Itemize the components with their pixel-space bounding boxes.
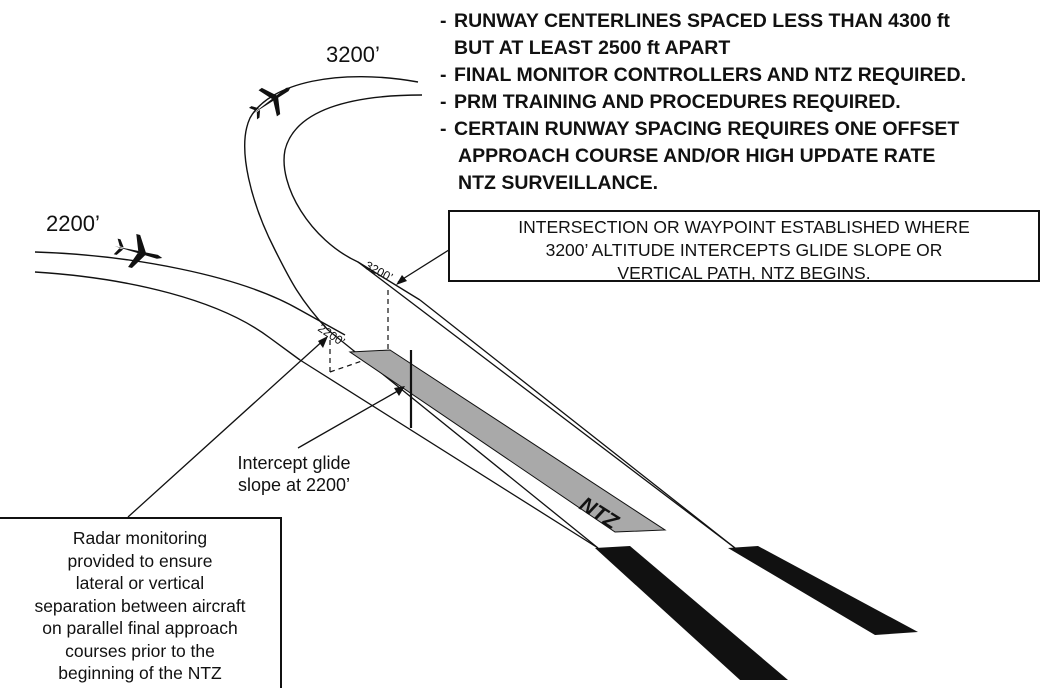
- bullet-dash: -: [440, 91, 447, 113]
- leader-radar: [127, 337, 327, 518]
- requirement-line: -RUNWAY CENTERLINES SPACED LESS THAN 430…: [440, 8, 1050, 35]
- intercept-line: slope at 2200’: [237, 475, 351, 495]
- requirement-line: BUT AT LEAST 2500 ft APART: [440, 35, 1050, 62]
- requirement-line: -PRM TRAINING AND PROCEDURES REQUIRED.: [440, 89, 1050, 116]
- radar-line: provided to ensure: [67, 550, 213, 571]
- right-runway: [728, 546, 918, 635]
- altitude-label-3200: 3200’: [326, 42, 380, 67]
- requirements-list: -RUNWAY CENTERLINES SPACED LESS THAN 430…: [440, 8, 1050, 197]
- radar-line: lateral or vertical: [75, 573, 205, 593]
- radar-line: courses prior to the: [65, 640, 215, 661]
- bullet-dash: -: [440, 10, 447, 32]
- altitude-label-2200: 2200’: [46, 211, 100, 236]
- arrowhead-intercept: [394, 386, 405, 396]
- aircraft-icon: [248, 87, 291, 120]
- ntz-zone: [348, 349, 667, 533]
- leader-intercept: [297, 387, 404, 449]
- radar-line: on parallel final approach: [42, 618, 238, 638]
- altitude-small-3200: 3200’: [363, 258, 396, 284]
- left-runway: [595, 546, 788, 680]
- requirement-text: PRM TRAINING AND PROCEDURES REQUIRED.: [454, 91, 901, 113]
- intercept-glide-slope-label: Intercept glide slope at 2200’: [214, 452, 374, 496]
- bullet-dash: -: [440, 64, 447, 86]
- lower-flight-path-lower: [34, 271, 301, 361]
- upper-flight-path-left: [244, 76, 419, 331]
- arrowhead-intersection: [396, 275, 407, 285]
- requirement-line: NTZ SURVEILLANCE.: [440, 170, 1050, 197]
- intersection-callout-box: INTERSECTION OR WAYPOINT ESTABLISHED WHE…: [448, 210, 1040, 283]
- right-course-line-upper: [419, 299, 736, 549]
- arrowhead-radar: [318, 336, 328, 348]
- radar-monitoring-box: Radar monitoring provided to ensure late…: [0, 517, 282, 688]
- left-course-line-lower: [299, 359, 599, 549]
- requirement-text: RUNWAY CENTERLINES SPACED LESS THAN 4300…: [454, 10, 950, 32]
- requirement-line: -FINAL MONITOR CONTROLLERS AND NTZ REQUI…: [440, 62, 1050, 89]
- radar-line: beginning of the NTZ: [58, 663, 222, 683]
- requirement-line: -CERTAIN RUNWAY SPACING REQUIRES ONE OFF…: [440, 116, 1050, 143]
- altitude-small-2200: 2200’: [315, 321, 347, 349]
- callout-line: 3200’ ALTITUDE INTERCEPTS GLIDE SLOPE OR: [545, 240, 943, 260]
- bullet-dash: -: [440, 118, 447, 140]
- lower-flight-path-upper: [34, 251, 346, 336]
- right-course-line-lower: [357, 261, 736, 549]
- requirement-text: BUT AT LEAST 2500 ft APART: [454, 37, 731, 59]
- callout-line: VERTICAL PATH, NTZ BEGINS.: [617, 263, 871, 283]
- leader-intersection: [397, 247, 453, 283]
- requirement-line: APPROACH COURSE AND/OR HIGH UPDATE RATE: [440, 143, 1050, 170]
- requirement-text: FINAL MONITOR CONTROLLERS AND NTZ REQUIR…: [454, 64, 967, 86]
- radar-line: separation between aircraft: [34, 595, 246, 616]
- requirement-text: NTZ SURVEILLANCE.: [458, 172, 659, 194]
- callout-line: INTERSECTION OR WAYPOINT ESTABLISHED WHE…: [518, 217, 970, 237]
- radar-line: Radar monitoring: [72, 528, 208, 548]
- requirement-text: APPROACH COURSE AND/OR HIGH UPDATE RATE: [458, 145, 936, 167]
- aircraft-icon: [113, 234, 163, 269]
- glide-slope-dash-base: [329, 351, 389, 373]
- requirement-text: CERTAIN RUNWAY SPACING REQUIRES ONE OFFS…: [454, 118, 960, 140]
- intercept-line: Intercept glide: [237, 453, 351, 473]
- upper-flight-path-right: [283, 94, 423, 301]
